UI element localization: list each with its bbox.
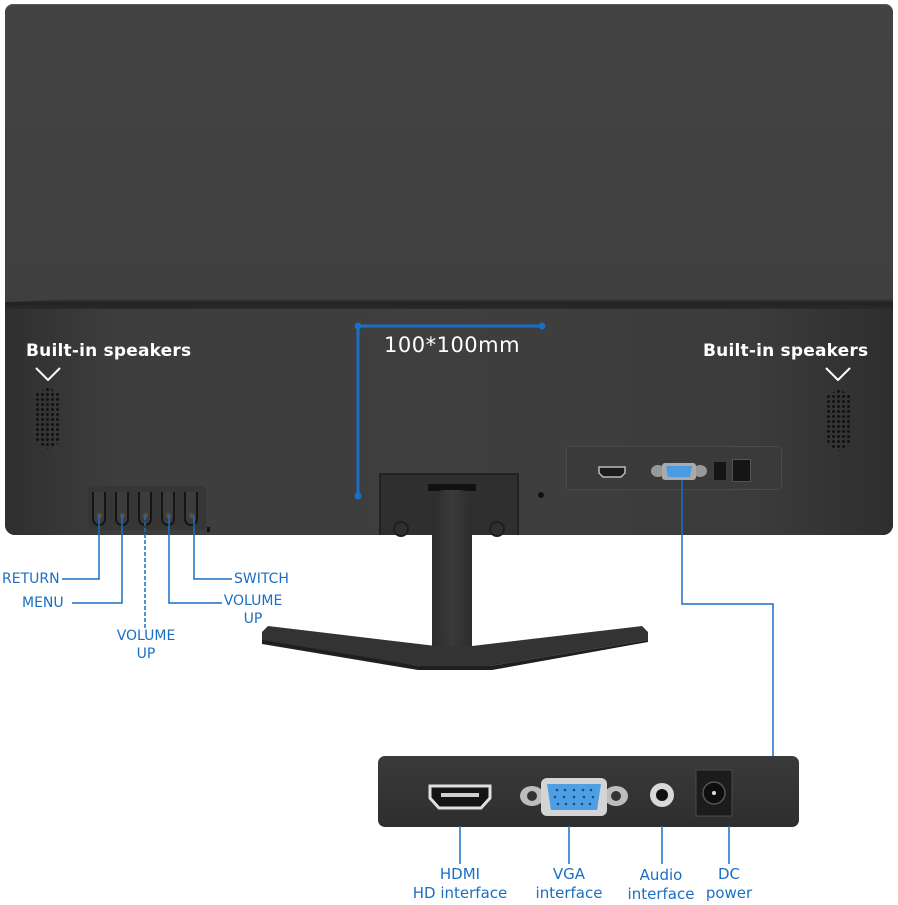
- housing-seam: [5, 299, 893, 309]
- button-panel-led: [207, 527, 210, 532]
- monitor-port-strip: [566, 446, 782, 490]
- stand-base: [262, 626, 648, 670]
- hdmi-label: HDMI HD interface: [412, 865, 508, 902]
- volume-up-button-2[interactable]: [161, 492, 175, 526]
- dc-power-label: DC power: [705, 865, 753, 902]
- dc-power-icon[interactable]: [732, 459, 751, 482]
- right-speaker-label: Built-in speakers: [703, 341, 869, 361]
- screw-icon: [393, 521, 409, 537]
- switch-label: SWITCH: [234, 571, 289, 587]
- left-speaker-grille-icon: [35, 387, 61, 449]
- dc-power-icon: [695, 769, 733, 817]
- stand-slot: [428, 484, 476, 491]
- screw-icon: [489, 521, 505, 537]
- hdmi-port-icon: [428, 784, 492, 810]
- vga-port-icon[interactable]: [650, 461, 708, 481]
- vesa-size-label: 100*100mm: [384, 333, 521, 357]
- port-label-leaders: [459, 826, 730, 864]
- vga-label: VGA interface: [535, 865, 603, 902]
- chevron-down-icon: [825, 367, 851, 381]
- menu-label: MENU: [22, 595, 64, 611]
- hdmi-port-icon[interactable]: [597, 466, 627, 478]
- monitor-rear-body: [5, 4, 893, 535]
- volume-up-label-2: VOLUME UP: [223, 593, 283, 627]
- stand-neck: [432, 490, 472, 650]
- vesa-dimension-bracket-icon: [354, 322, 546, 500]
- audio-jack-icon[interactable]: [714, 462, 726, 480]
- button-leader-lines: [62, 516, 232, 628]
- control-button-panel: [88, 486, 206, 530]
- volume-up-label-1: VOLUME UP: [116, 628, 176, 662]
- vga-port-icon: [520, 778, 628, 816]
- chevron-down-icon: [35, 367, 61, 381]
- audio-jack-icon: [650, 783, 674, 807]
- port-leader-line: [681, 480, 774, 756]
- kensington-hole: [538, 492, 544, 498]
- right-speaker-grille-icon: [826, 389, 852, 451]
- left-speaker-label: Built-in speakers: [26, 341, 192, 361]
- audio-label: Audio interface: [627, 866, 695, 903]
- port-detail-panel: [378, 756, 799, 827]
- return-label: RETURN: [2, 571, 60, 587]
